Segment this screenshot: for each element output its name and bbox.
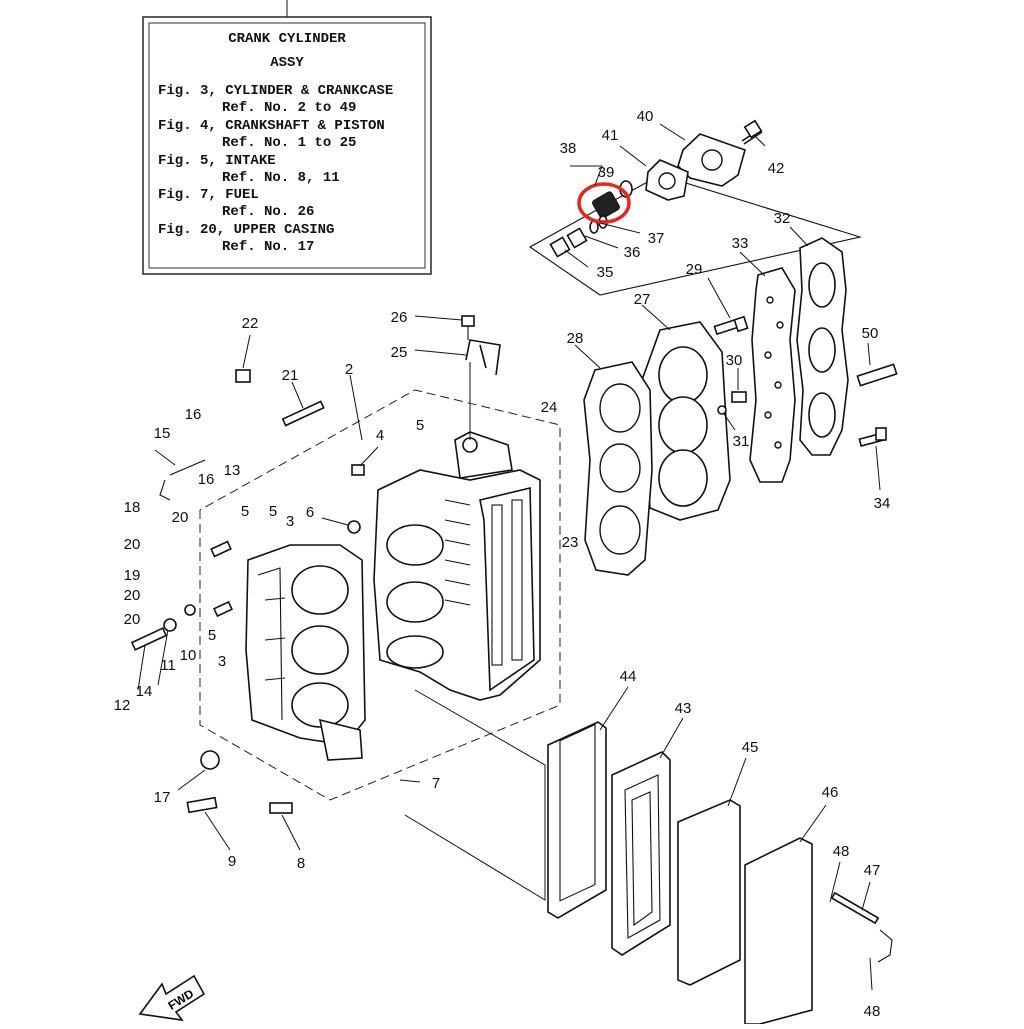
legend-title-line1: CRANK CYLINDER	[228, 31, 346, 47]
callout-number: 34	[874, 495, 891, 512]
callout-number: 8	[297, 855, 305, 872]
callout-number: 26	[391, 309, 408, 326]
callout-number: 37	[648, 230, 665, 247]
callout-labels: 2 3 3 4 5 5 5 5 6 7 8 9 10 11 12 13 14 1…	[114, 108, 891, 1020]
highlighted-part-circle	[577, 182, 631, 224]
callout-number: 5	[269, 503, 277, 520]
callout-number: 39	[598, 164, 615, 181]
callout-number: 2	[345, 361, 353, 378]
cylinder-block-group	[199, 315, 561, 801]
legend-line: Fig. 5, INTAKE	[158, 153, 276, 169]
legend-line: Ref. No. 26	[222, 204, 314, 220]
callout-number: 9	[228, 853, 236, 870]
callout-number: 30	[726, 352, 743, 369]
callout-number: 42	[768, 160, 785, 177]
legend-line: Ref. No. 1 to 25	[222, 135, 356, 151]
callout-number: 38	[560, 140, 577, 157]
callout-number: 7	[432, 775, 440, 792]
callout-number: 20	[172, 509, 189, 526]
callout-number: 5	[208, 627, 216, 644]
thermostat-part	[592, 191, 620, 219]
callout-number: 20	[124, 536, 141, 553]
callout-number: 32	[774, 210, 791, 227]
legend-box: CRANK CYLINDER ASSY Fig. 3, CYLINDER & C…	[142, 0, 432, 275]
callout-number: 19	[124, 567, 141, 584]
callout-number: 20	[124, 587, 141, 604]
callout-number: 36	[624, 244, 641, 261]
thermostat-group	[528, 119, 863, 296]
callout-number: 27	[634, 291, 651, 308]
fwd-arrow: FWD	[138, 974, 206, 1022]
callout-number: 18	[124, 499, 141, 516]
callout-number: 15	[154, 425, 171, 442]
exhaust-plates-group	[404, 686, 893, 1025]
callout-number: 5	[416, 417, 424, 434]
callout-number: 14	[136, 683, 153, 700]
cylinder-head-group	[574, 226, 898, 576]
callout-number: 41	[602, 127, 619, 144]
callout-number: 50	[862, 325, 879, 342]
callout-number: 20	[124, 611, 141, 628]
callout-number: 40	[637, 108, 654, 125]
legend-line: Fig. 3, CYLINDER & CRANKCASE	[158, 83, 393, 99]
callout-number: 33	[732, 235, 749, 252]
spark-plug-part	[856, 363, 898, 387]
crankcase-group	[130, 334, 421, 851]
legend-line: Ref. No. 2 to 49	[222, 100, 356, 116]
legend-title-line2: ASSY	[270, 55, 304, 71]
exhaust-cover-part	[744, 837, 813, 1025]
legend-line: Ref. No. 8, 11	[222, 170, 340, 186]
callout-number: 45	[742, 739, 759, 756]
head-gasket-part	[749, 267, 796, 483]
exhaust-inner-plate-part	[611, 751, 671, 956]
callout-number: 25	[391, 344, 408, 361]
callout-number: 3	[286, 513, 294, 530]
callout-number: 16	[198, 471, 215, 488]
callout-number: 4	[376, 427, 384, 444]
callout-number: 5	[241, 503, 249, 520]
callout-number: 44	[620, 668, 637, 685]
callout-number: 28	[567, 330, 584, 347]
callout-number: 35	[597, 264, 614, 281]
callout-number: 48	[833, 843, 850, 860]
exhaust-gasket-part	[547, 721, 607, 919]
callout-number: 6	[306, 504, 314, 521]
callout-number: 24	[541, 399, 558, 416]
callout-number: 13	[224, 462, 241, 479]
callout-number: 3	[218, 653, 226, 670]
callout-number: 43	[675, 700, 692, 717]
callout-number: 48	[864, 1003, 881, 1020]
callout-number: 47	[864, 862, 881, 879]
callout-number: 31	[733, 433, 750, 450]
callout-number: 22	[242, 315, 259, 332]
callout-number: 12	[114, 697, 131, 714]
callout-number: 17	[154, 789, 171, 806]
callout-number: 46	[822, 784, 839, 801]
legend-line: Fig. 20, UPPER CASING	[158, 222, 334, 238]
callout-number: 23	[562, 534, 579, 551]
exhaust-outer-gasket-part	[677, 799, 741, 986]
legend-line: Ref. No. 17	[222, 239, 314, 255]
legend-line: Fig. 4, CRANKSHAFT & PISTON	[158, 118, 385, 134]
legend-line: Fig. 7, FUEL	[158, 187, 259, 203]
callout-number: 10	[180, 647, 197, 664]
callout-number: 21	[282, 367, 299, 384]
callout-number: 16	[185, 406, 202, 423]
callout-number: 29	[686, 261, 703, 278]
callout-number: 11	[160, 657, 176, 674]
